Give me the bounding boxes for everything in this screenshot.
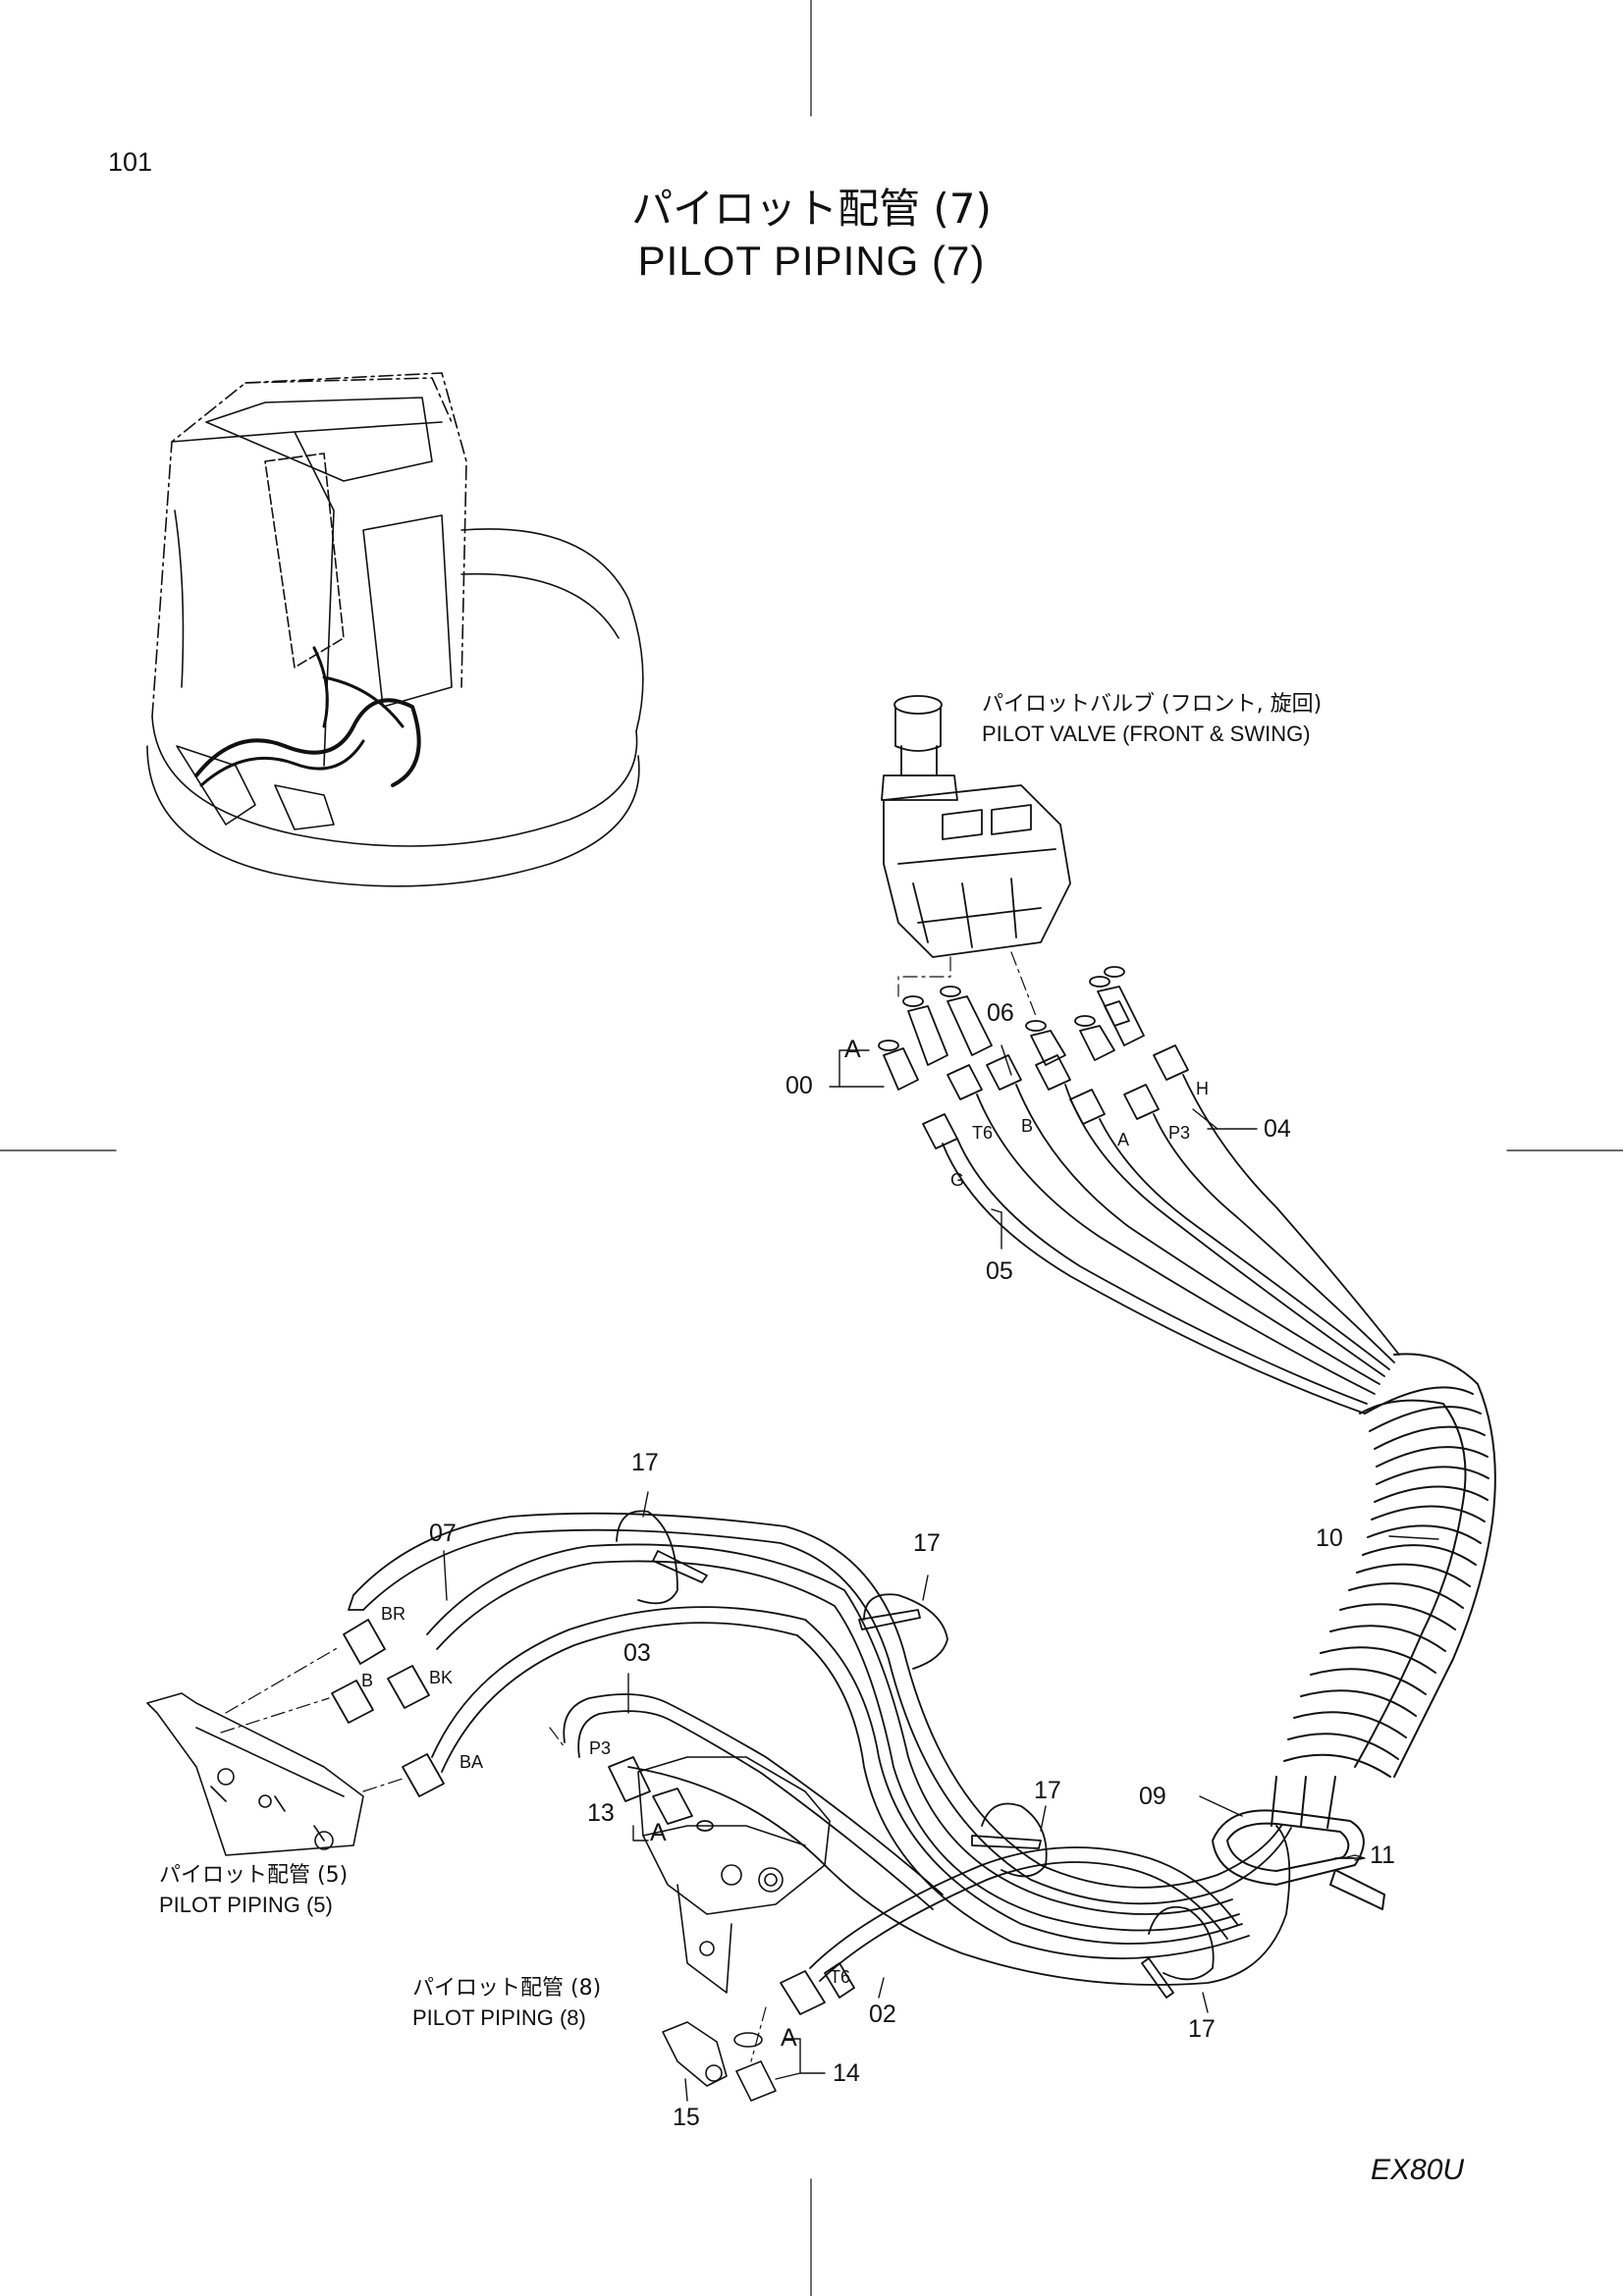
page-number: 101 <box>108 147 153 177</box>
port-label-p3-top: P3 <box>1168 1123 1191 1143</box>
part-label-17-top: 17 <box>631 1449 659 1476</box>
part-label-09: 09 <box>1139 1783 1166 1810</box>
part-label-05: 05 <box>986 1257 1013 1285</box>
model-name: EX80U <box>1371 2154 1465 2186</box>
leader-lines <box>443 1044 1439 2102</box>
part-label-02: 02 <box>869 2001 896 2028</box>
port-label-h: H <box>1196 1079 1209 1098</box>
part-label-10: 10 <box>1316 1524 1343 1552</box>
part-label-00: 00 <box>785 1072 813 1099</box>
grommet-bracket <box>1212 1776 1385 1910</box>
page-title-en: PILOT PIPING (7) <box>637 238 986 284</box>
pilot-valve-caption-jp: パイロットバルブ (フロント, 旋回) <box>982 692 1323 717</box>
part-label-11: 11 <box>1370 1842 1395 1869</box>
part-label-07: 07 <box>429 1520 457 1547</box>
port-label-br: BR <box>381 1604 406 1624</box>
port-label-t6-top: T6 <box>972 1123 994 1143</box>
hose-03 <box>563 1693 944 1910</box>
detail-mark-a-top: A <box>844 1036 861 1063</box>
port-label-b-left: B <box>361 1671 374 1690</box>
pilot-piping-5-caption-en: PILOT PIPING (5) <box>159 1893 333 1917</box>
left-hose-ends <box>331 1594 445 1797</box>
part-label-04: 04 <box>1264 1115 1291 1143</box>
part-label-03: 03 <box>623 1639 651 1667</box>
part-label-13: 13 <box>587 1799 615 1827</box>
valve-centre-lines <box>897 951 1037 1017</box>
lower-centre-lines <box>549 1727 767 2062</box>
excavator-cab-illustration <box>146 372 644 887</box>
port-label-a-top: A <box>1117 1130 1130 1149</box>
detail-mark-a-middle: A <box>650 1819 667 1846</box>
port-label-t6-bottom: T6 <box>830 1967 851 1987</box>
pilot-valve-body <box>881 695 1071 958</box>
part-label-17-mid: 17 <box>913 1529 941 1557</box>
part-label-15: 15 <box>673 2104 700 2131</box>
valve-block-8 <box>637 1756 831 1994</box>
hose-02 <box>780 1846 1238 2015</box>
port-label-p3-middle: P3 <box>589 1738 612 1758</box>
valve-port-fittings <box>878 966 1145 1091</box>
left-bracket <box>146 1692 364 1856</box>
part-label-17-lower: 17 <box>1034 1777 1061 1804</box>
part-label-14: 14 <box>833 2059 860 2087</box>
fittings-14-15 <box>662 2021 777 2102</box>
pilot-piping-5-caption-jp: パイロット配管 (5) <box>159 1863 349 1888</box>
pilot-piping-8-caption-jp: パイロット配管 (8) <box>412 1976 602 2001</box>
hose-clamps <box>616 1510 1215 1999</box>
pilot-valve-caption-en: PILOT VALVE (FRONT & SWING) <box>982 721 1311 746</box>
pilot-piping-8-caption-en: PILOT PIPING (8) <box>412 2005 586 2030</box>
part-label-06: 06 <box>987 999 1014 1027</box>
spiral-protector <box>1283 1353 1496 1778</box>
part-label-17-bottom: 17 <box>1188 2015 1216 2043</box>
lower-hose-bundle <box>352 1512 1292 1986</box>
port-label-ba: BA <box>460 1752 484 1772</box>
left-centre-lines <box>220 1646 404 1792</box>
port-label-b-top: B <box>1021 1116 1034 1136</box>
port-label-g: G <box>950 1170 965 1190</box>
port-label-bk: BK <box>429 1668 454 1687</box>
detail-mark-a-bottom: A <box>781 2024 797 2052</box>
page-title-jp: パイロット配管 (7) <box>631 185 992 233</box>
